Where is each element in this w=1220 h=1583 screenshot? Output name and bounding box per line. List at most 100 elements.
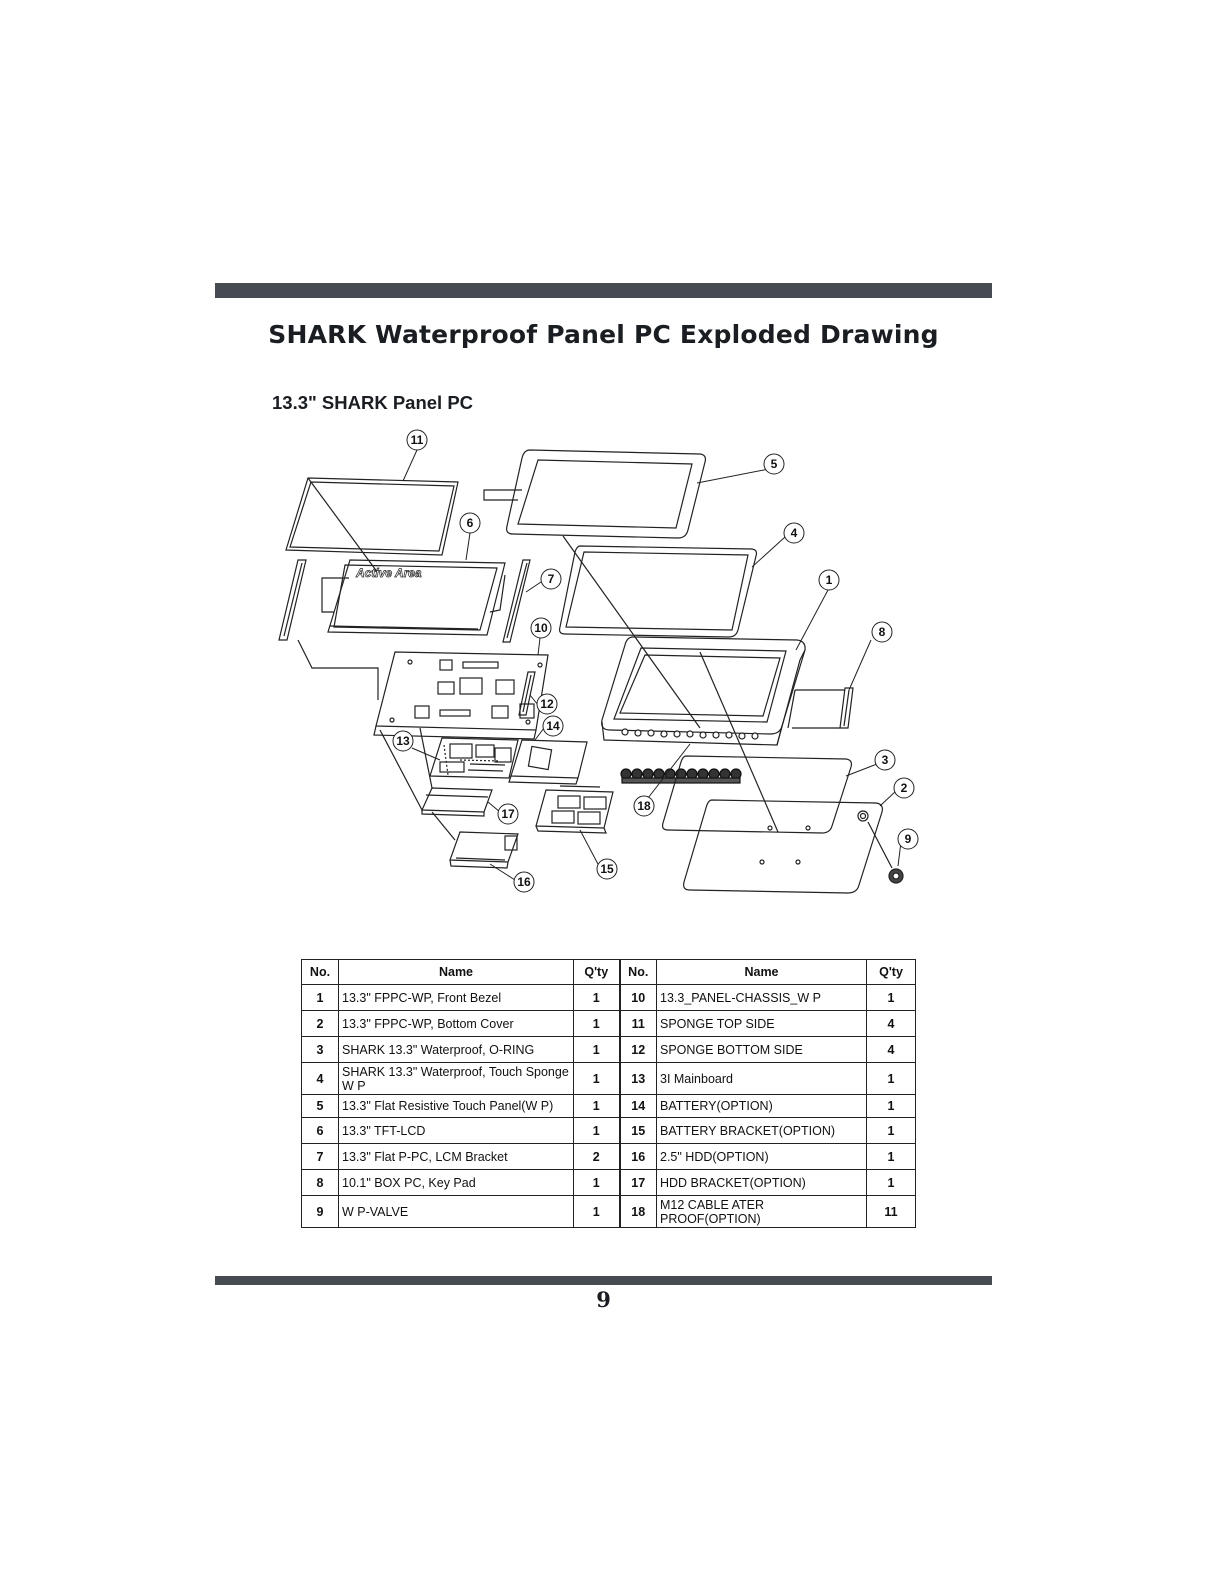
- part-name: 13.3" TFT-LCD: [338, 1117, 574, 1144]
- part-name: 10.1" BOX PC, Key Pad: [338, 1169, 574, 1196]
- part-valve: [867, 821, 904, 884]
- part-qty: 11: [866, 1195, 916, 1228]
- part-number: 17: [618, 1169, 657, 1196]
- table-row: 1 13.3" FPPC-WP, Front Bezel 1 10 13.3_P…: [301, 984, 916, 1011]
- part-name: BATTERY(OPTION): [656, 1094, 867, 1118]
- part-qty: 4: [866, 1010, 916, 1037]
- header-qty: Q'ty: [573, 959, 620, 985]
- part-bottom-cover: [683, 799, 883, 894]
- part-qty: 1: [573, 1094, 620, 1118]
- part-number: 15: [618, 1117, 657, 1144]
- part-qty: 1: [573, 1010, 620, 1037]
- part-battery: [508, 739, 588, 785]
- part-cable-glands: [620, 768, 742, 784]
- svg-text:1: 1: [826, 573, 833, 587]
- section-subtitle: 13.3" SHARK Panel PC: [272, 392, 474, 413]
- svg-text:10: 10: [534, 621, 548, 635]
- svg-text:13: 13: [396, 734, 410, 748]
- part-name: 2.5" HDD(OPTION): [656, 1143, 867, 1170]
- svg-text:4: 4: [791, 526, 798, 540]
- part-name: M12 CABLE ATER PROOF(OPTION): [656, 1195, 867, 1228]
- part-qty: 1: [573, 1195, 620, 1228]
- table-row: 5 13.3" Flat Resistive Touch Panel(W P) …: [301, 1094, 916, 1118]
- part-qty: 1: [866, 1143, 916, 1170]
- part-name: 13.3" Flat Resistive Touch Panel(W P): [338, 1094, 574, 1118]
- part-qty: 2: [573, 1143, 620, 1170]
- part-name: 3I Mainboard: [656, 1062, 867, 1095]
- part-number: 2: [301, 1010, 339, 1037]
- part-touch-panel: [483, 449, 707, 729]
- part-qty: 1: [866, 1094, 916, 1118]
- part-number: 3: [301, 1036, 339, 1063]
- svg-text:15: 15: [600, 862, 614, 876]
- part-qty: 1: [573, 984, 620, 1011]
- part-number: 13: [618, 1062, 657, 1095]
- callout-7: 7: [540, 568, 562, 590]
- callout-18: 18: [633, 795, 655, 817]
- callout-1: 1: [818, 569, 840, 591]
- svg-text:3: 3: [882, 753, 889, 767]
- callout-2: 2: [893, 777, 915, 799]
- part-number: 11: [618, 1010, 657, 1037]
- callout-5: 5: [763, 453, 785, 475]
- part-name: 13.3_PANEL-CHASSIS_W P: [656, 984, 867, 1011]
- callout-14: 14: [542, 715, 564, 737]
- callout-6: 6: [459, 512, 481, 534]
- part-number: 18: [618, 1195, 657, 1228]
- part-lcm-bracket-right: [502, 559, 531, 643]
- page-number: 9: [596, 1287, 611, 1312]
- svg-text:9: 9: [905, 832, 912, 846]
- part-name: SPONGE BOTTOM SIDE: [656, 1036, 867, 1063]
- table-row: 8 10.1" BOX PC, Key Pad 1 17 HDD BRACKET…: [301, 1169, 916, 1196]
- part-qty: 1: [866, 1117, 916, 1144]
- part-name: SHARK 13.3" Waterproof, O-RING: [338, 1036, 574, 1063]
- part-number: 5: [301, 1094, 339, 1118]
- part-number: 7: [301, 1143, 339, 1170]
- part-qty: 1: [573, 1062, 620, 1095]
- top-rule: [215, 283, 992, 298]
- page-title: SHARK Waterproof Panel PC Exploded Drawi…: [268, 320, 939, 349]
- part-lcd-panel: [321, 559, 506, 636]
- callout-11: 11: [406, 429, 428, 451]
- svg-text:14: 14: [546, 719, 560, 733]
- callout-3: 3: [874, 749, 896, 771]
- callout-4: 4: [783, 522, 805, 544]
- header-no: No.: [618, 959, 657, 985]
- part-mainboard: [429, 737, 519, 779]
- part-o-ring: [661, 651, 853, 834]
- part-number: 16: [618, 1143, 657, 1170]
- part-qty: 1: [573, 1036, 620, 1063]
- svg-text:6: 6: [467, 516, 474, 530]
- svg-text:16: 16: [517, 875, 531, 889]
- part-front-bezel: [601, 636, 806, 746]
- part-name: BATTERY BRACKET(OPTION): [656, 1117, 867, 1144]
- svg-text:12: 12: [540, 697, 554, 711]
- part-hdd-bracket: [379, 727, 493, 817]
- part-qty: 1: [866, 1062, 916, 1095]
- svg-text:2: 2: [901, 781, 908, 795]
- part-number: 12: [618, 1036, 657, 1063]
- callout-9: 9: [897, 828, 919, 850]
- part-chassis: [297, 639, 549, 740]
- part-name: 13.3" FPPC-WP, Front Bezel: [338, 984, 574, 1011]
- callout-15: 15: [596, 858, 618, 880]
- part-name: SHARK 13.3" Waterproof, Touch Sponge W P: [338, 1062, 574, 1095]
- svg-text:17: 17: [501, 807, 515, 821]
- part-number: 9: [301, 1195, 339, 1228]
- table-row: 4 SHARK 13.3" Waterproof, Touch Sponge W…: [301, 1062, 916, 1095]
- bottom-rule: [215, 1276, 992, 1285]
- table-row: 2 13.3" FPPC-WP, Bottom Cover 1 11 SPONG…: [301, 1010, 916, 1037]
- callout-13: 13: [392, 730, 414, 752]
- callout-16: 16: [513, 871, 535, 893]
- svg-text:11: 11: [411, 433, 424, 447]
- active-area-label: Active Area: [355, 566, 422, 580]
- svg-text:5: 5: [771, 457, 778, 471]
- header-name: Name: [656, 959, 867, 985]
- header-qty: Q'ty: [866, 959, 916, 985]
- part-number: 10: [618, 984, 657, 1011]
- part-name: 13.3" Flat P-PC, LCM Bracket: [338, 1143, 574, 1170]
- callout-12: 12: [536, 693, 558, 715]
- parts-list-table: No. Name Q'ty No. Name Q'ty 1 13.3" FPPC…: [301, 959, 916, 1228]
- part-number: 4: [301, 1062, 339, 1095]
- callout-17: 17: [497, 803, 519, 825]
